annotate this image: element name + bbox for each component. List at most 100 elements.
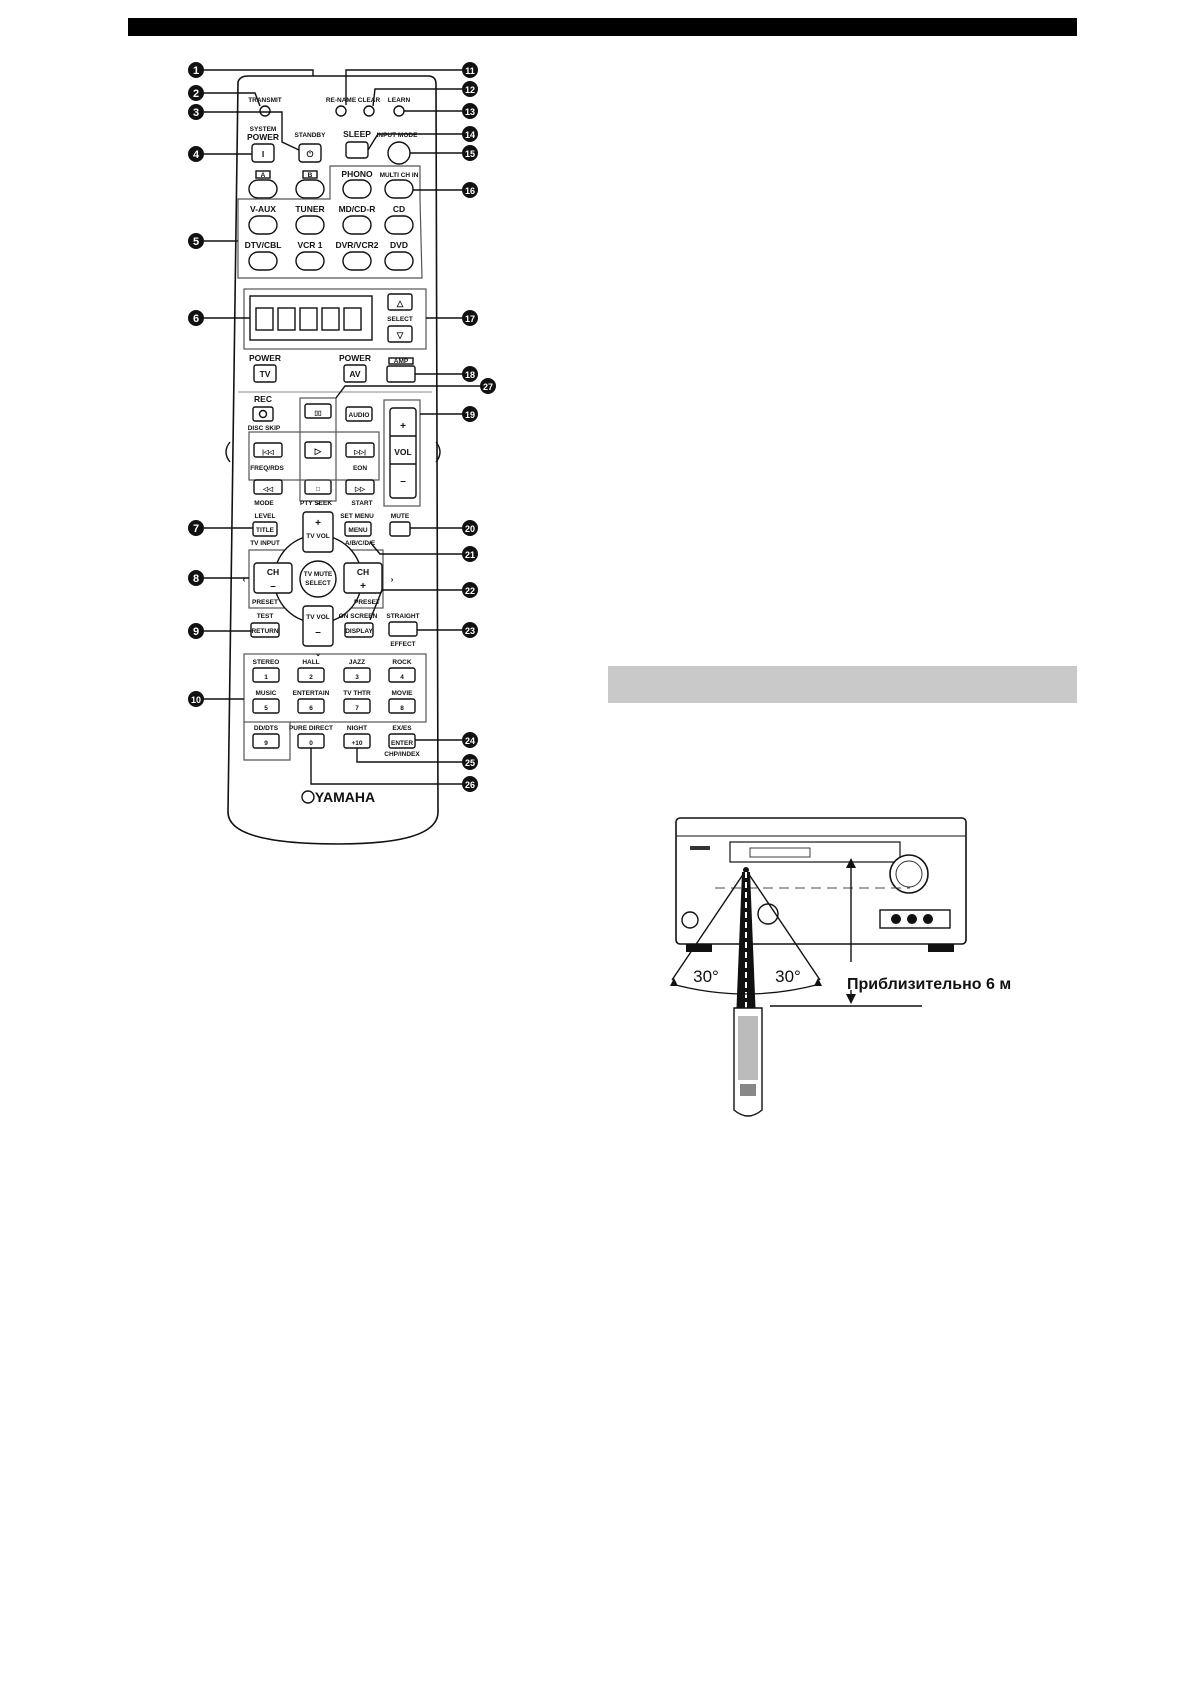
input-mode-label: INPUT MODE [377, 132, 418, 139]
svg-text:ENTERTAIN: ENTERTAIN [293, 690, 330, 697]
dtv-cbl-button[interactable] [248, 251, 278, 271]
rename-button[interactable] [335, 105, 347, 117]
svg-text:DVR/VCR2: DVR/VCR2 [336, 240, 379, 250]
return-button[interactable] [250, 622, 280, 638]
dvd-button[interactable] [384, 251, 414, 271]
svg-text:DVD: DVD [390, 240, 408, 250]
svg-text:MD/CD-R: MD/CD-R [339, 204, 376, 214]
av-power-button[interactable] [343, 364, 367, 383]
svg-text:15: 15 [465, 149, 475, 159]
svg-text:PRESET: PRESET [252, 599, 278, 606]
audio-button[interactable] [345, 406, 373, 422]
movie-8-button[interactable] [388, 698, 416, 714]
amp-volume-rocker[interactable] [389, 407, 417, 499]
rewind-button[interactable] [253, 479, 283, 495]
hall-2-button[interactable] [297, 667, 325, 683]
title-button[interactable] [252, 521, 278, 537]
speaker-a-button[interactable] [248, 179, 278, 199]
svg-text:EFFECT: EFFECT [390, 641, 415, 648]
vcr1-button[interactable] [295, 251, 325, 271]
tuner-button[interactable] [295, 215, 325, 235]
straight-button[interactable] [388, 621, 418, 637]
sleep-button[interactable] [345, 141, 369, 159]
multi-ch-in-label: MULTI CH IN [380, 172, 419, 179]
svg-text:16: 16 [465, 186, 475, 196]
svg-text:TUNER: TUNER [295, 204, 324, 214]
multi-ch-in-button[interactable] [384, 179, 414, 199]
svg-text:5: 5 [264, 705, 268, 712]
md-cd-r-button[interactable] [342, 215, 372, 235]
learn-label: LEARN [388, 97, 411, 104]
phono-label: PHONO [341, 169, 373, 179]
dvr-vcr2-button[interactable] [342, 251, 372, 271]
remote-body [227, 75, 439, 845]
fast-forward-button[interactable] [345, 479, 375, 495]
play-button[interactable] [304, 441, 332, 459]
jazz-3-button[interactable] [343, 667, 371, 683]
sleep-label: SLEEP [343, 129, 371, 139]
svg-text:SET MENU: SET MENU [340, 513, 374, 520]
tv-vol-up-button[interactable] [302, 511, 334, 553]
svg-text:6: 6 [309, 705, 313, 712]
svg-text:TEST: TEST [257, 613, 274, 620]
system-label: SYSTEM [250, 126, 277, 133]
input-mode-button[interactable] [387, 141, 411, 165]
select-down-button[interactable] [387, 325, 413, 343]
svg-text:MOVIE: MOVIE [392, 690, 414, 697]
angle-right-label: 30° [775, 967, 801, 986]
ch-minus-button[interactable] [253, 562, 293, 594]
svg-text:CHP/INDEX: CHP/INDEX [384, 751, 420, 758]
svg-text:5: 5 [193, 236, 199, 248]
learn-button[interactable] [393, 105, 405, 117]
music-5-button[interactable] [252, 698, 280, 714]
display-button[interactable] [344, 622, 374, 638]
phono-button[interactable] [342, 179, 372, 199]
svg-text:B: B [308, 172, 313, 179]
svg-text:11: 11 [465, 66, 475, 76]
skip-forward-button[interactable] [345, 442, 375, 458]
tv-vol-down-button[interactable] [302, 605, 334, 647]
svg-text:25: 25 [465, 758, 475, 768]
svg-text:REC: REC [254, 394, 272, 404]
system-power-on-button[interactable] [251, 143, 275, 163]
input-selector-group [237, 165, 423, 279]
amp-button[interactable] [386, 365, 416, 383]
speaker-b-button[interactable] [295, 179, 325, 199]
clear-button[interactable] [363, 105, 375, 117]
svg-text:TITLE: TITLE [256, 527, 275, 534]
standby-button[interactable] [298, 143, 322, 163]
cd-button[interactable] [384, 215, 414, 235]
svg-text:–: – [270, 581, 276, 592]
svg-text:VOL: VOL [394, 447, 411, 457]
svg-text:4: 4 [400, 674, 404, 681]
transmit-label: TRANSMIT [248, 97, 282, 104]
tv-thtr-7-button[interactable] [343, 698, 371, 714]
entertain-6-button[interactable] [297, 698, 325, 714]
svg-text:MUSIC: MUSIC [256, 690, 277, 697]
svg-text:10: 10 [191, 695, 201, 705]
skip-back-button[interactable] [253, 442, 283, 458]
pause-button[interactable] [304, 403, 332, 419]
ch-plus-button[interactable] [343, 562, 383, 594]
power-label: POWER [247, 132, 279, 142]
menu-button[interactable] [344, 521, 372, 537]
select-up-button[interactable] [387, 293, 413, 311]
enter-button[interactable] [388, 733, 416, 749]
rock-4-button[interactable] [388, 667, 416, 683]
tv-power-button[interactable] [253, 364, 277, 383]
svg-text:NIGHT: NIGHT [347, 725, 367, 732]
v-aux-button[interactable] [248, 215, 278, 235]
dts-9-button[interactable] [252, 733, 280, 749]
section-heading-bar [608, 666, 1077, 703]
triangle-up-icon: △ [396, 298, 405, 308]
svg-text:POWER: POWER [249, 353, 281, 363]
svg-text:2: 2 [193, 88, 199, 100]
mute-button[interactable] [389, 521, 411, 537]
operating-range-diagram: 30° 30° [670, 817, 967, 1117]
stereo-1-button[interactable] [252, 667, 280, 683]
rewind-icon: ◁◁ [262, 486, 274, 493]
svg-text:DTV/CBL: DTV/CBL [245, 240, 282, 250]
pause-icon: ▯▯ [314, 410, 322, 417]
fast-forward-icon: ▷▷ [354, 486, 366, 493]
tv-mute-select-button[interactable] [299, 560, 337, 598]
